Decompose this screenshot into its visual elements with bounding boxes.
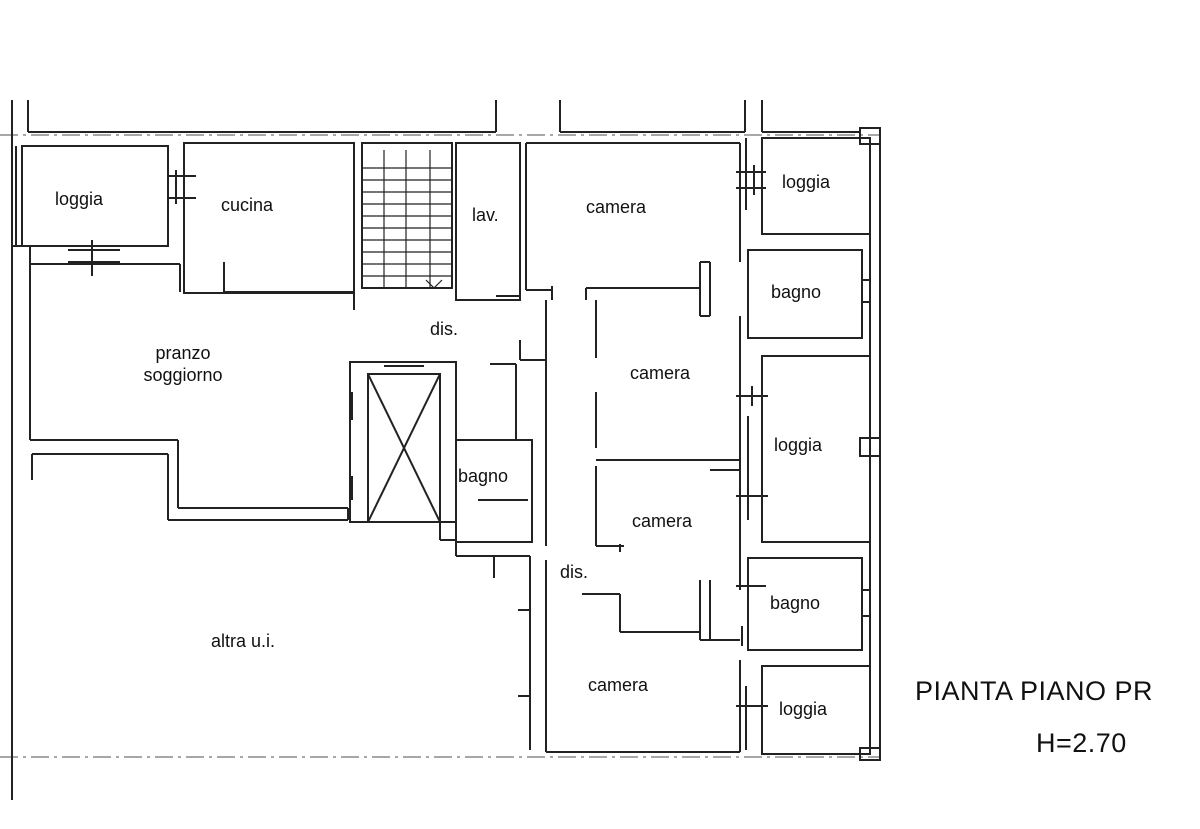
room-label-altra-ui: altra u.i. (211, 631, 276, 651)
room-label-cucina: cucina (221, 195, 274, 215)
room-label-camera-3: camera (632, 511, 693, 531)
room-label-camera-4: camera (588, 675, 649, 695)
plan-title: PIANTA PIANO PR (915, 676, 1154, 706)
room-label-camera-2: camera (630, 363, 691, 383)
ceiling-height: H=2.70 (1036, 728, 1127, 758)
room-label-pranzo: pranzo (155, 343, 211, 363)
room-label-bagno-2: bagno (458, 466, 509, 486)
room-label-loggia-se: loggia (779, 699, 828, 719)
room-label-lav: lav. (472, 205, 499, 225)
room-label-camera-1: camera (586, 197, 647, 217)
walls (11, 100, 881, 800)
room-label-bagno-3: bagno (770, 593, 821, 613)
room-label-dis-1: dis. (430, 319, 459, 339)
room-label-loggia-e: loggia (774, 435, 823, 455)
room-label-loggia-ne: loggia (782, 172, 831, 192)
room-label-soggiorno: soggiorno (143, 365, 223, 385)
room-label-bagno-1: bagno (771, 282, 822, 302)
room-label-pranzo-soggiorno: pranzo soggiorno (128, 342, 238, 386)
room-label-dis-2: dis. (560, 562, 589, 582)
axis-lines (0, 134, 880, 758)
room-label-loggia-nw: loggia (55, 189, 104, 209)
